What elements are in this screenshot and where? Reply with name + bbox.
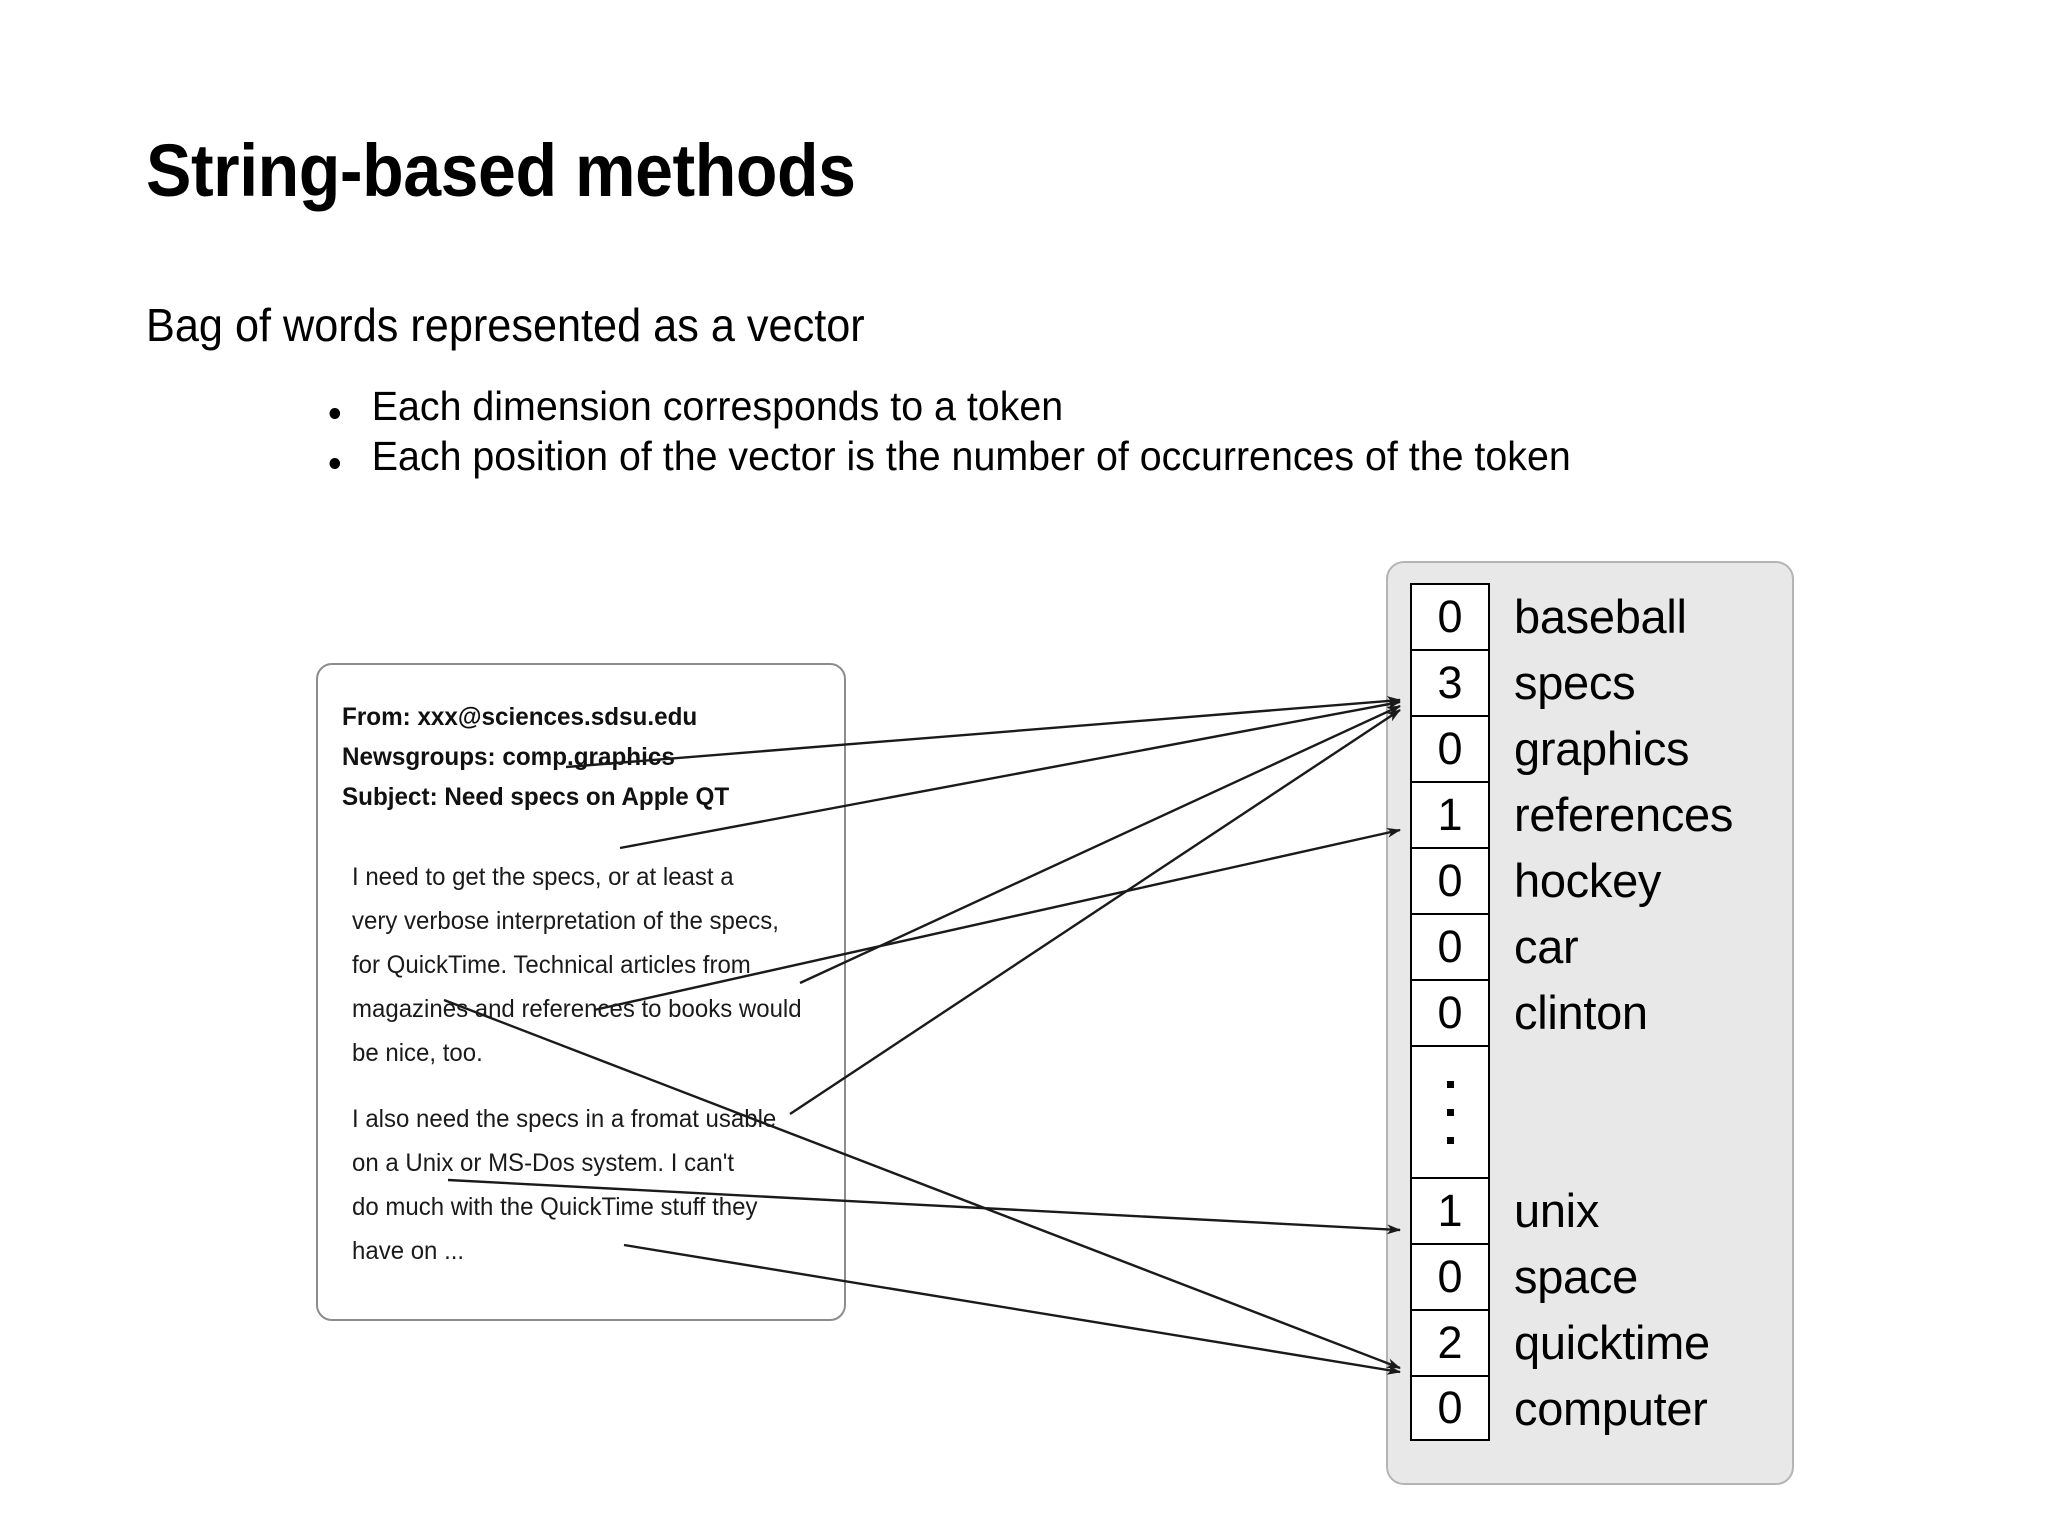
vector-count-cell: 2	[1410, 1309, 1490, 1375]
vector-token-label	[1490, 1045, 1514, 1177]
table-row: 3 specs	[1410, 649, 1794, 715]
vector-token-label: specs	[1514, 655, 1636, 709]
email-body-block: I need to get the specs, or at least a v…	[352, 855, 802, 1273]
vector-token-label: space	[1514, 1249, 1638, 1303]
bullet-dot-icon	[329, 457, 341, 469]
vector-token-label: hockey	[1514, 853, 1662, 907]
arrow-specs-line3-to-specs	[789, 708, 1401, 1116]
vector-count-cell: 1	[1410, 1177, 1490, 1243]
vector-token-label: quicktime	[1514, 1315, 1710, 1369]
email-body-line: do much with the QuickTime stuff they	[352, 1193, 758, 1221]
vector-token-label: car	[1514, 919, 1579, 973]
email-body-line: have on ...	[352, 1237, 465, 1265]
table-row: 0 hockey	[1410, 847, 1794, 913]
list-item-label: Each position of the vector is the numbe…	[371, 432, 1571, 479]
list-item: Each position of the vector is the numbe…	[318, 433, 1729, 481]
table-row: 1 references	[1410, 781, 1794, 847]
table-row: 0 clinton	[1410, 979, 1794, 1045]
vector-count-cell: 0	[1410, 913, 1490, 979]
email-header-newsgroups: Newsgroups: comp.graphics	[342, 743, 675, 771]
page-title: String-based methods	[146, 128, 856, 212]
email-body-line: very verbose interpretation of the specs…	[352, 907, 779, 935]
email-body-line: for QuickTime. Technical articles from	[352, 951, 751, 979]
email-header-block: From: xxx@sciences.sdsu.edu Newsgroups: …	[342, 697, 729, 817]
email-body-line: magazines and references to books would	[352, 995, 802, 1023]
table-row: 1 unix	[1410, 1177, 1794, 1243]
bag-of-words-vector-panel: 0 baseball 3 specs 0 graphics 1 references 0 hock…	[1386, 561, 1794, 1485]
lead-paragraph: Bag of words represented as a vector	[146, 299, 865, 351]
vertical-ellipsis-icon	[1446, 1080, 1454, 1144]
vector-ellipsis-cell	[1410, 1045, 1490, 1177]
vector-token-label: computer	[1514, 1381, 1708, 1435]
vector-count-cell: 0	[1410, 847, 1490, 913]
vector-token-label: clinton	[1514, 985, 1648, 1039]
vector-count-cell: 0	[1410, 1243, 1490, 1309]
vector-count-cell: 0	[1410, 715, 1490, 781]
vector-token-label: baseball	[1514, 589, 1687, 643]
paragraph-spacer	[352, 1075, 802, 1097]
vector-count-cell: 0	[1410, 583, 1490, 649]
email-body-line: I also need the specs in a fromat usable	[352, 1105, 777, 1133]
vector-count-cell: 0	[1410, 979, 1490, 1045]
table-row: 0 baseball	[1410, 583, 1794, 649]
vector-count-cell: 0	[1410, 1375, 1490, 1441]
vector-count-cell: 3	[1410, 649, 1490, 715]
email-body-line: be nice, too.	[352, 1039, 483, 1067]
email-body-line: I need to get the specs, or at least a	[352, 863, 734, 891]
arrow-specs-line2-to-specs	[799, 704, 1401, 985]
vector-token-label: graphics	[1514, 721, 1690, 775]
table-row	[1410, 1045, 1794, 1177]
email-sample-card: From: xxx@sciences.sdsu.edu Newsgroups: …	[316, 663, 846, 1321]
table-row: 0 car	[1410, 913, 1794, 979]
email-header-subject: Subject: Need specs on Apple QT	[342, 783, 730, 811]
vector-token-label: references	[1514, 787, 1734, 841]
bullet-dot-icon	[329, 407, 341, 419]
list-item-label: Each dimension corresponds to a token	[371, 383, 1064, 429]
table-row: 0 graphics	[1410, 715, 1794, 781]
list-item: Each dimension corresponds to a token	[318, 383, 1729, 431]
bullet-list: Each dimension corresponds to a token Ea…	[318, 383, 1788, 483]
vector-token-label: unix	[1514, 1183, 1600, 1237]
table-row: 2 quicktime	[1410, 1309, 1794, 1375]
table-row: 0 space	[1410, 1243, 1794, 1309]
vector-table: 0 baseball 3 specs 0 graphics 1 references 0 hock…	[1410, 583, 1794, 1441]
email-body-line: on a Unix or MS-Dos system. I can't	[352, 1149, 735, 1177]
email-header-from: From: xxx@sciences.sdsu.edu	[342, 703, 698, 731]
table-row: 0 computer	[1410, 1375, 1794, 1441]
vector-count-cell: 1	[1410, 781, 1490, 847]
